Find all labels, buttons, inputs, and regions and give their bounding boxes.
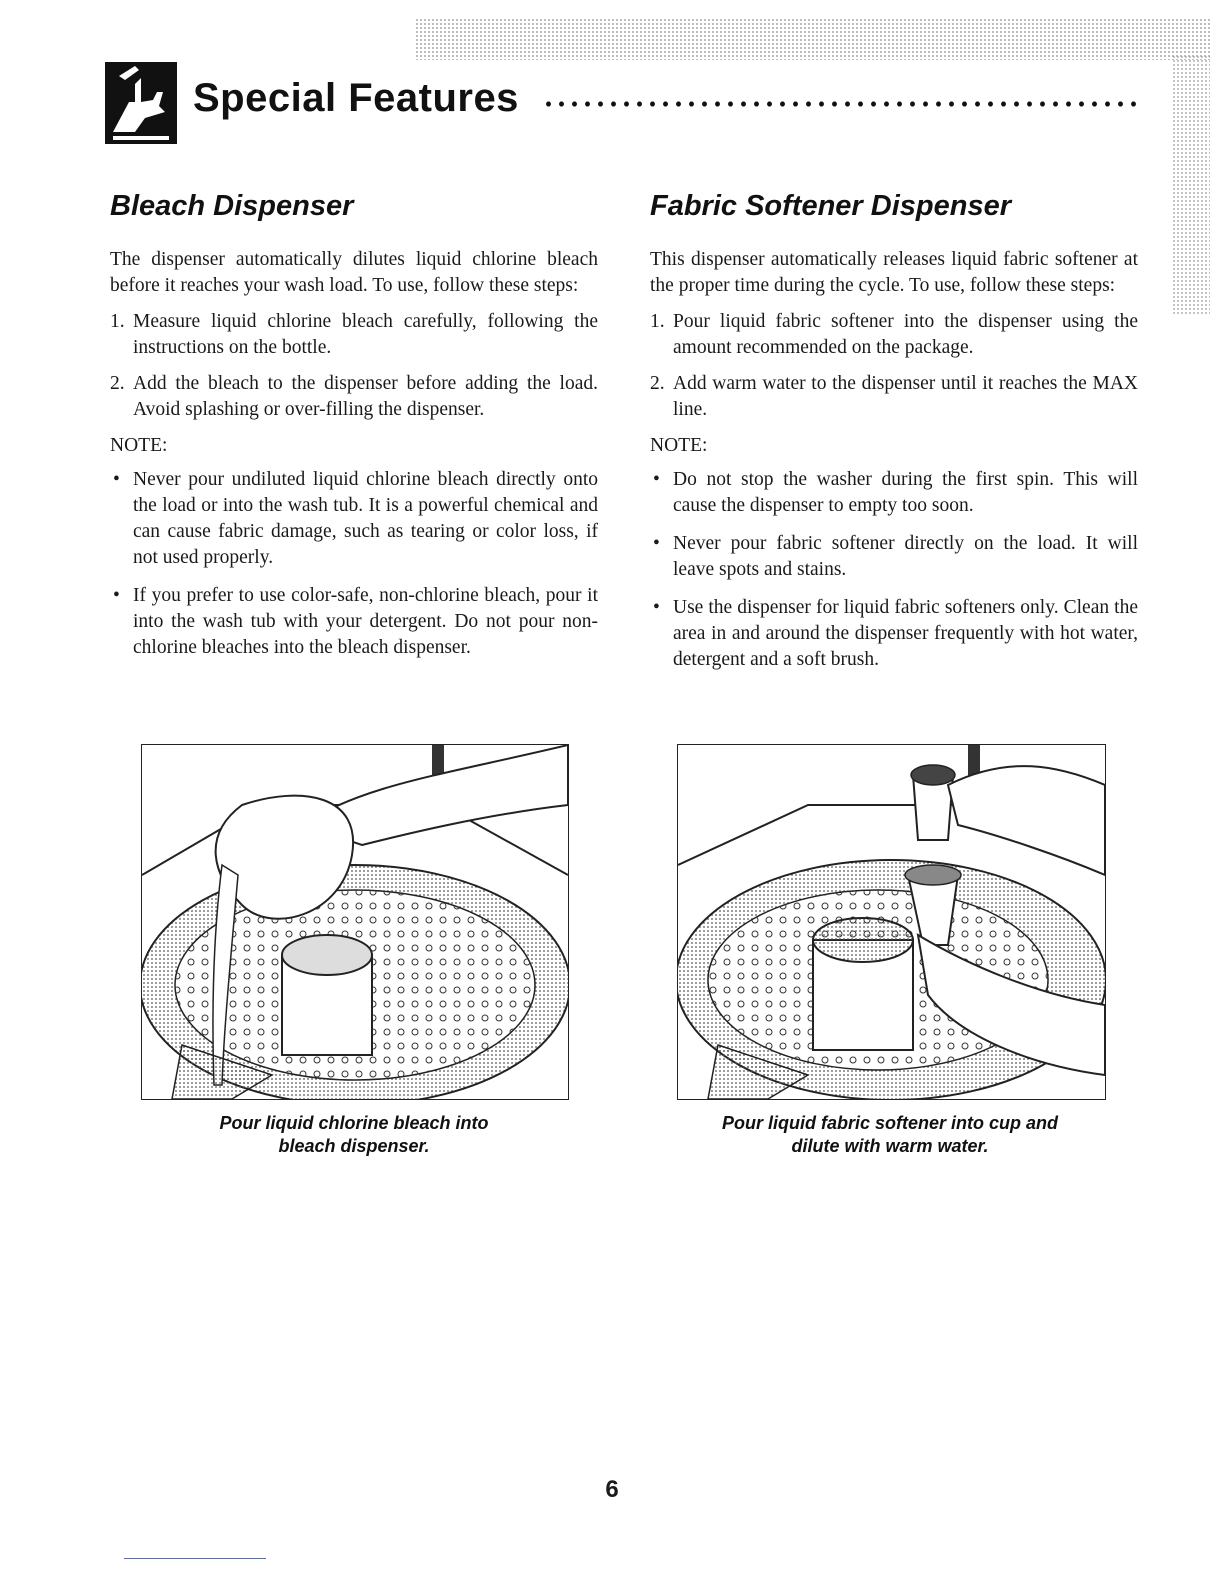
softener-step: 2. Add warm water to the dispenser until …	[650, 371, 1138, 423]
softener-illustration	[677, 744, 1106, 1100]
bleach-section: Bleach Dispenser The dispenser automatic…	[110, 190, 598, 673]
bullet: •	[653, 597, 660, 618]
bleach-step: 1. Measure liquid chlorine bleach careful…	[110, 309, 598, 361]
softener-step: 1. Pour liquid fabric softener into the d…	[650, 309, 1138, 361]
bleach-caption: Pour liquid chlorine bleach into bleach …	[124, 1112, 584, 1158]
softener-notes: • Do not stop the washer during the first…	[650, 467, 1138, 673]
softener-note: • Never pour fabric softener directly on …	[650, 531, 1138, 583]
softener-note: • Do not stop the washer during the first…	[650, 467, 1138, 519]
softener-section: Fabric Softener Dispenser This dispenser…	[650, 190, 1138, 685]
step-number: 1.	[110, 311, 125, 332]
step-number: 2.	[650, 373, 665, 394]
bleach-heading: Bleach Dispenser	[110, 190, 354, 222]
bullet: •	[113, 469, 120, 490]
bleach-notes: • Never pour undiluted liquid chlorine bl…	[110, 467, 598, 661]
caption-line: dilute with warm water.	[791, 1136, 989, 1156]
bleach-steps: 1. Measure liquid chlorine bleach careful…	[110, 309, 598, 423]
bleach-illustration	[141, 744, 569, 1100]
bleach-note-label: NOTE:	[110, 435, 168, 456]
softener-caption: Pour liquid fabric softener into cup and…	[660, 1112, 1120, 1158]
step-number: 1.	[650, 311, 665, 332]
softener-steps: 1. Pour liquid fabric softener into the d…	[650, 309, 1138, 423]
bleach-intro: The dispenser automatically dilutes liqu…	[110, 249, 598, 296]
step-text: Add the bleach to the dispenser before a…	[133, 373, 598, 420]
bullet: •	[653, 469, 660, 490]
bleach-pour-drawing	[142, 745, 568, 1099]
page-number: 6	[605, 1476, 619, 1503]
note-text: Never pour undiluted liquid chlorine ble…	[133, 469, 598, 568]
note-text: Use the dispenser for liquid fabric soft…	[673, 597, 1138, 670]
title-leader-dots	[542, 97, 1142, 111]
caption-line: Pour liquid fabric softener into cup and	[721, 1113, 1058, 1133]
softener-intro: This dispenser automatically releases li…	[650, 249, 1138, 296]
decorative-stipple-band	[415, 18, 1210, 60]
page-title: Special Features	[193, 76, 519, 120]
bleach-note: • If you prefer to use color-safe, non-ch…	[110, 583, 598, 661]
bleach-note: • Never pour undiluted liquid chlorine bl…	[110, 467, 598, 571]
softener-heading: Fabric Softener Dispenser	[650, 190, 1011, 222]
step-text: Measure liquid chlorine bleach carefully…	[133, 311, 598, 358]
bullet: •	[113, 585, 120, 606]
bullet: •	[653, 533, 660, 554]
decorative-stipple-edge	[1172, 55, 1210, 315]
softener-note: • Use the dispenser for liquid fabric sof…	[650, 595, 1138, 673]
caption-line: bleach dispenser.	[278, 1136, 430, 1156]
softener-note-label: NOTE:	[650, 435, 708, 456]
footer-rule	[124, 1558, 266, 1559]
step-text: Pour liquid fabric softener into the dis…	[673, 311, 1138, 358]
softener-pour-drawing	[678, 745, 1105, 1099]
bleach-step: 2. Add the bleach to the dispenser before…	[110, 371, 598, 423]
note-text: If you prefer to use color-safe, non-chl…	[133, 585, 598, 658]
hand-pointer-icon	[105, 62, 177, 144]
note-text: Do not stop the washer during the first …	[673, 469, 1138, 516]
step-text: Add warm water to the dispenser until it…	[673, 373, 1138, 420]
note-text: Never pour fabric softener directly on t…	[673, 533, 1138, 580]
caption-line: Pour liquid chlorine bleach into	[219, 1113, 489, 1133]
page-header: Special Features	[105, 62, 1165, 152]
step-number: 2.	[110, 373, 125, 394]
